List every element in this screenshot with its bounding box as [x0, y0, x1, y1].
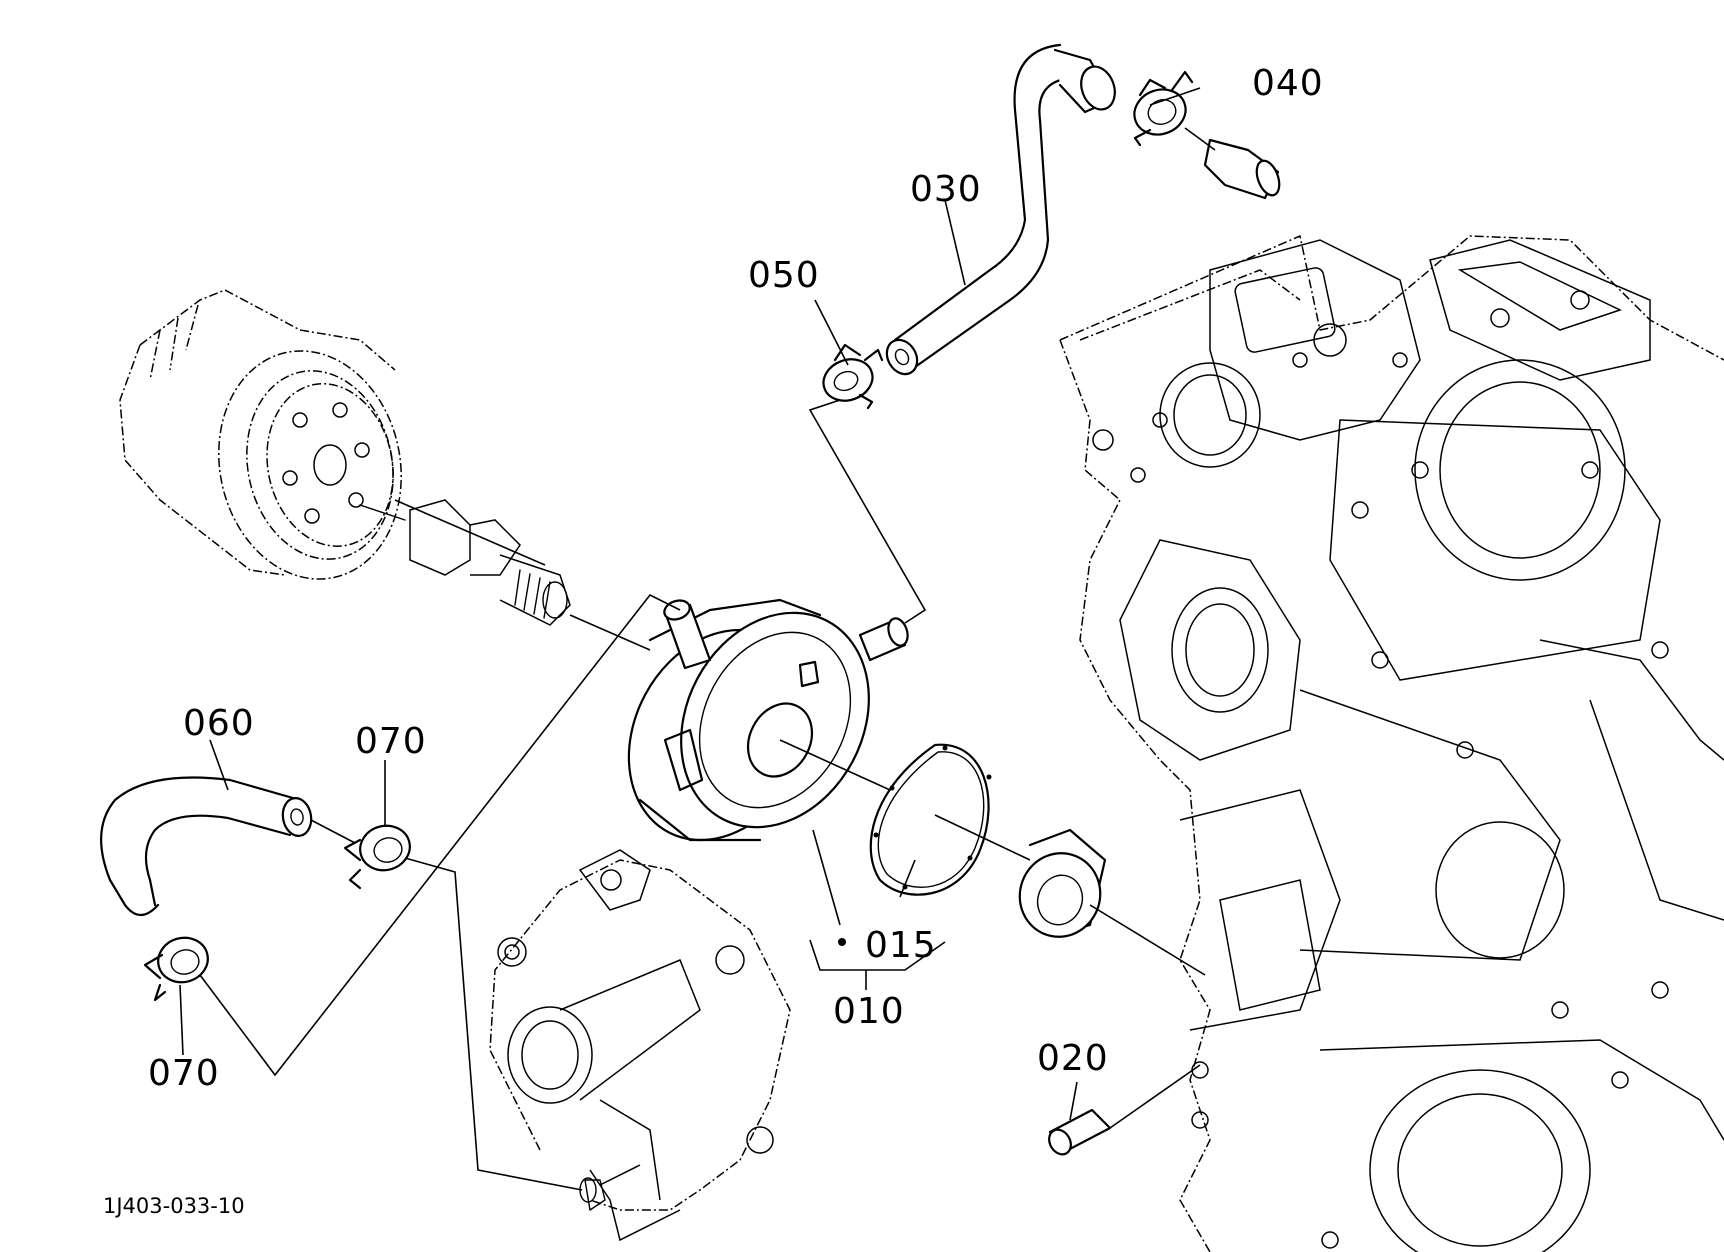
threaded-fitting-ghost: [359, 499, 571, 626]
callout-040: 040: [1252, 63, 1324, 104]
callout-070-upper: 070: [355, 721, 427, 762]
clamp-050: [822, 343, 884, 410]
water-pump-ghost: [489, 849, 791, 1242]
callout-015: 015: [865, 925, 937, 966]
oil-filter-ghost: [119, 289, 402, 580]
engine-block-ghost: [1059, 235, 1724, 1252]
oil-cooler: [627, 598, 909, 842]
assembly-guide-lines: [199, 127, 1216, 1191]
clamp-070-lower: [143, 936, 209, 1002]
callout-010: 010: [833, 991, 905, 1032]
bushing: [1018, 828, 1107, 938]
drawing-code: 1J403-033-10: [103, 1194, 245, 1218]
clamp-070-upper: [343, 824, 411, 890]
callout-070-lower: 070: [148, 1053, 220, 1094]
dowel-pin: [1048, 1108, 1112, 1156]
callout-030: 030: [910, 169, 982, 210]
callout-020: 020: [1037, 1038, 1109, 1079]
callout-leaders: [179, 87, 1201, 1121]
clamp-040: [1133, 70, 1194, 147]
o-ring: [869, 743, 992, 896]
callout-060: 060: [183, 703, 255, 744]
callout-050: 050: [748, 255, 820, 296]
fitting-nipple-top: [1203, 138, 1281, 200]
hose-030: [885, 43, 1116, 376]
hose-060: [100, 776, 313, 917]
